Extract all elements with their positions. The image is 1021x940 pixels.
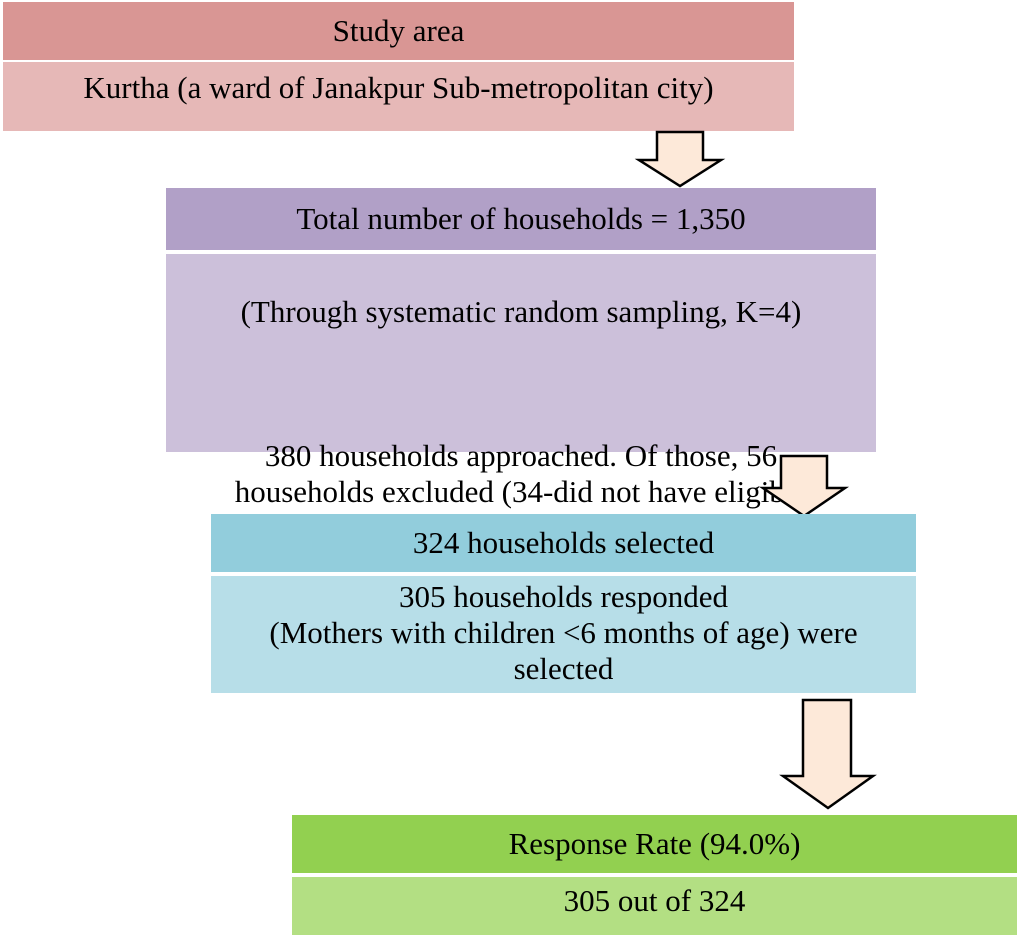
response-rate-header: Response Rate (94.0%) — [292, 815, 1017, 875]
response-count-body: 305 out of 324 — [292, 877, 1017, 935]
households-selected-header: 324 households selected — [211, 514, 916, 574]
study-area-header: Study area — [3, 2, 794, 62]
down-arrow-icon — [758, 454, 850, 518]
total-households-header: Total number of households = 1,350 — [166, 188, 876, 252]
study-area-body: Kurtha (a ward of Janakpur Sub-metropoli… — [3, 62, 794, 131]
sampling-method-text: (Through systematic random sampling, K=4… — [240, 294, 802, 329]
down-arrow-icon — [779, 698, 877, 810]
sampling-details-body: (Through systematic random sampling, K=4… — [166, 254, 876, 545]
households-responded-body: 305 households responded (Mothers with c… — [211, 576, 916, 693]
down-arrow-icon — [634, 130, 726, 188]
spacer — [235, 366, 808, 402]
